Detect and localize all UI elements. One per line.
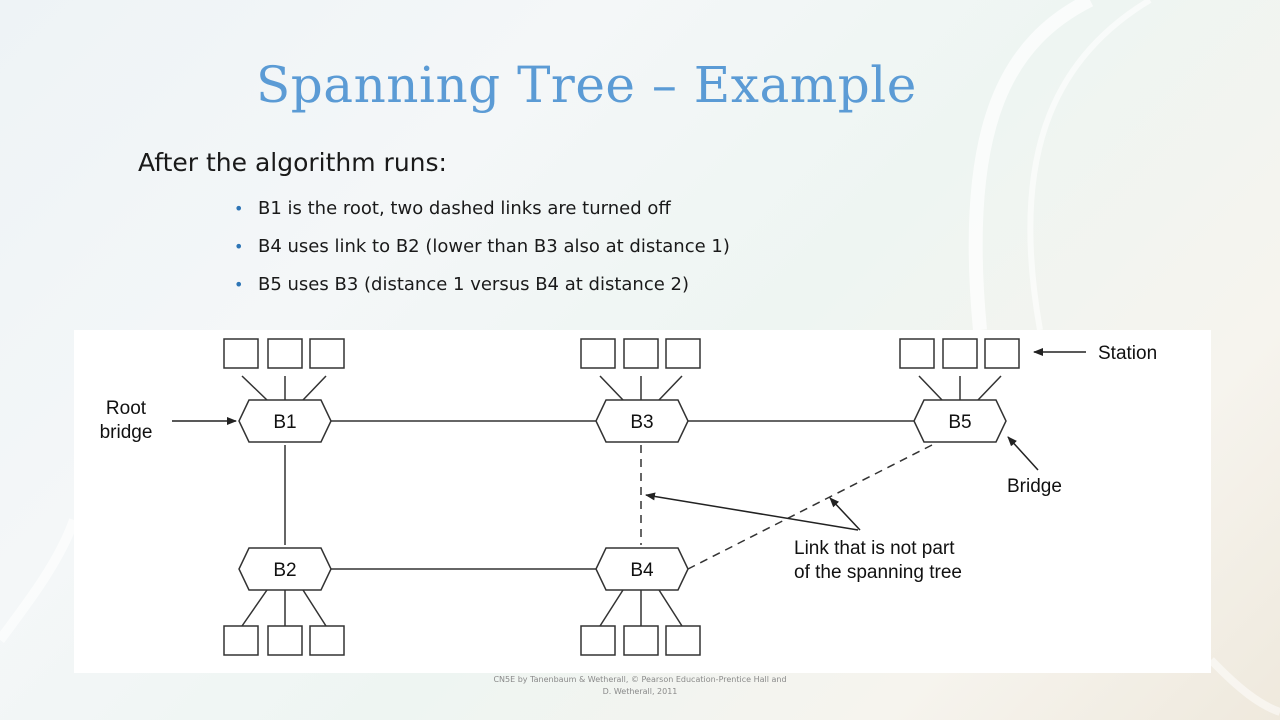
bullet-item: • B5 uses B3 (distance 1 versus B4 at dis… <box>234 272 730 310</box>
dashed-link-b5-b4 <box>687 444 933 570</box>
station-box <box>899 338 935 369</box>
bullet-icon: • <box>234 199 244 218</box>
station-links-b4 <box>599 589 683 627</box>
station-box <box>665 338 701 369</box>
bullet-icon: • <box>234 275 244 294</box>
station-links-b5 <box>918 375 1002 401</box>
bridge-b1-hexagon <box>238 399 332 443</box>
bullet-text: B1 is the root, two dashed links are tur… <box>258 198 671 219</box>
bridge-label-b5: B5 <box>948 412 971 433</box>
bullet-text: B4 uses link to B2 (lower than B3 also a… <box>258 236 730 257</box>
slide-footer: CN5E by Tanenbaum & Wetherall, © Pearson… <box>493 675 787 696</box>
bullet-text: B5 uses B3 (distance 1 versus B4 at dist… <box>258 274 690 295</box>
station-box <box>984 338 1020 369</box>
link-arrow-dashed-b5-b4 <box>829 497 861 531</box>
station-links-b2 <box>241 589 327 627</box>
bridge-label-b2: B2 <box>273 560 296 581</box>
bridge-label-b4: B4 <box>630 560 654 581</box>
link-label-line2: of the spanning tree <box>794 562 962 583</box>
root-label-line1: Root <box>106 398 147 419</box>
bullet-item: • B4 uses link to B2 (lower than B3 also … <box>234 234 730 272</box>
spanning-tree-diagram: B1 B3 B5 B2 B4 Root bridge Station Bridg… <box>74 330 1211 673</box>
station-box <box>223 338 259 369</box>
station-box <box>623 338 659 369</box>
bridge-b2-hexagon <box>238 547 332 591</box>
link-label-line1: Link that is not part <box>794 538 955 559</box>
bridge-label-b3: B3 <box>630 412 653 433</box>
link-arrow-dashed-b3-b4 <box>645 492 859 531</box>
bridge-label-b1: B1 <box>273 412 296 433</box>
station-box <box>267 338 303 369</box>
station-box <box>665 625 701 656</box>
bullet-list: • B1 is the root, two dashed links are tu… <box>234 196 730 310</box>
station-links-b1 <box>241 375 327 401</box>
station-label: Station <box>1098 343 1157 364</box>
station-box <box>309 625 345 656</box>
root-label-line2: bridge <box>100 422 153 443</box>
station-box <box>267 625 303 656</box>
bridge-label: Bridge <box>1007 476 1062 497</box>
bridge-b3-hexagon <box>595 399 689 443</box>
bullet-item: • B1 is the root, two dashed links are tu… <box>234 196 730 234</box>
bridge-b5-hexagon <box>913 399 1007 443</box>
bridge-arrow <box>1007 436 1039 471</box>
station-box <box>580 338 616 369</box>
bullet-icon: • <box>234 237 244 256</box>
station-box <box>309 338 345 369</box>
station-links-b3 <box>599 375 683 401</box>
station-box <box>623 625 659 656</box>
station-box <box>580 625 616 656</box>
slide-subtitle: After the algorithm runs: <box>138 148 447 177</box>
station-box <box>223 625 259 656</box>
station-box <box>942 338 978 369</box>
page-title: Spanning Tree – Example <box>256 56 917 114</box>
bridge-b4-hexagon <box>595 547 689 591</box>
